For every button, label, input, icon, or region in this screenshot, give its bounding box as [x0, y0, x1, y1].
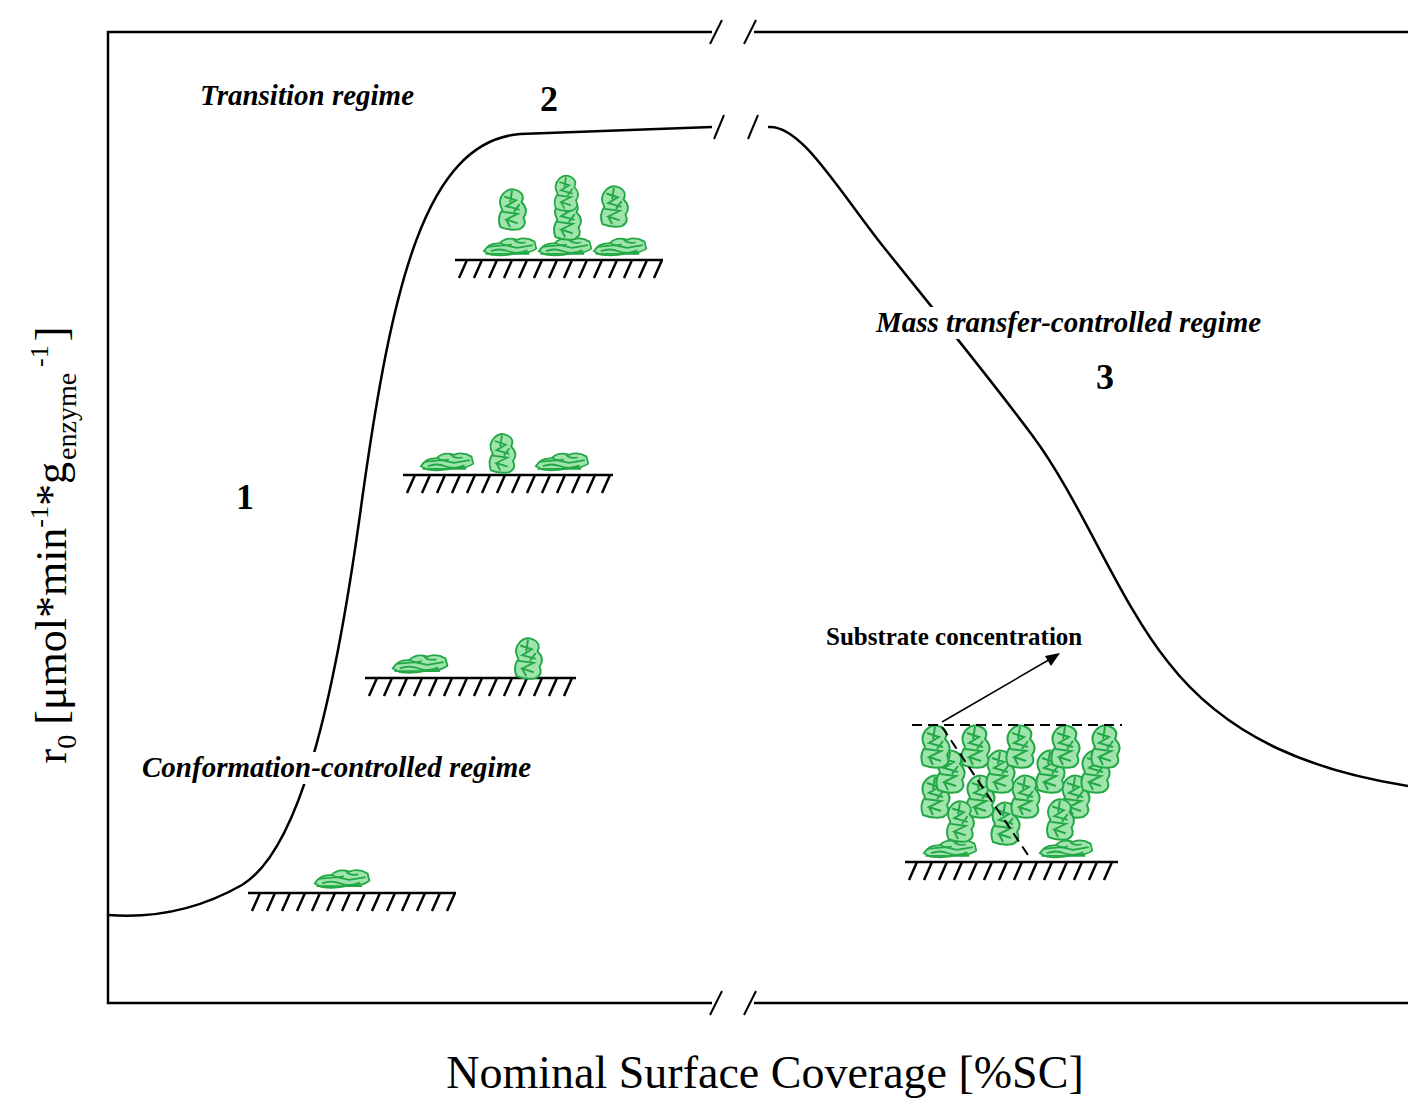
enzyme-molecule	[539, 238, 592, 255]
hatched-surface	[365, 678, 576, 696]
enzyme-molecule	[947, 801, 974, 842]
axis-title-part: enzyme	[51, 373, 82, 460]
regime-label: Conformation-controlled regime	[140, 752, 533, 784]
enzyme-molecule	[536, 453, 589, 470]
enzyme-molecule	[1091, 725, 1119, 767]
axis-title: r0[μmol*min-1*genzyme-1]	[27, 327, 81, 764]
axis-title-part: -1	[25, 506, 54, 528]
enzyme-molecule	[594, 238, 647, 255]
enzyme-molecule	[1051, 725, 1079, 767]
enzyme-molecule	[924, 840, 977, 857]
hatched-surface	[248, 893, 456, 911]
callout-number: 2	[540, 80, 558, 120]
enzyme-molecule	[484, 238, 537, 255]
axis-title-part: ]	[27, 327, 76, 342]
hatched-surface	[905, 862, 1118, 880]
enzyme-molecule	[1006, 725, 1034, 767]
regime-label: Substrate concentration	[824, 623, 1084, 651]
enzyme-molecule	[1040, 840, 1093, 857]
enzyme-molecule	[315, 870, 370, 888]
enzyme-molecule	[499, 189, 526, 230]
callout-number: 1	[236, 478, 254, 518]
regime-label: Transition regime	[198, 80, 416, 112]
regime-label: Mass transfer-controlled regime	[874, 307, 1263, 339]
callout-number: 3	[1096, 358, 1114, 398]
axis-title-part: [μmol*min	[27, 528, 76, 725]
enzyme-molecule	[421, 453, 474, 470]
enzyme-molecule	[601, 186, 628, 227]
axis-title-part: r	[27, 749, 76, 764]
axis-title-part: 0	[51, 735, 82, 749]
enzyme-molecule	[490, 434, 516, 473]
enzyme-molecule	[1011, 775, 1039, 817]
axis-title-part: -1	[25, 345, 54, 367]
enzyme-molecule	[555, 176, 578, 211]
axis-title: Nominal Surface Coverage [%SC]	[446, 1048, 1083, 1099]
axis-title-part: *g	[27, 462, 76, 506]
enzyme-molecule	[393, 655, 448, 673]
enzyme-molecule	[515, 638, 542, 679]
hatched-surface	[455, 260, 663, 278]
hatched-surface	[403, 475, 613, 493]
enzyme-molecule	[1047, 799, 1074, 840]
